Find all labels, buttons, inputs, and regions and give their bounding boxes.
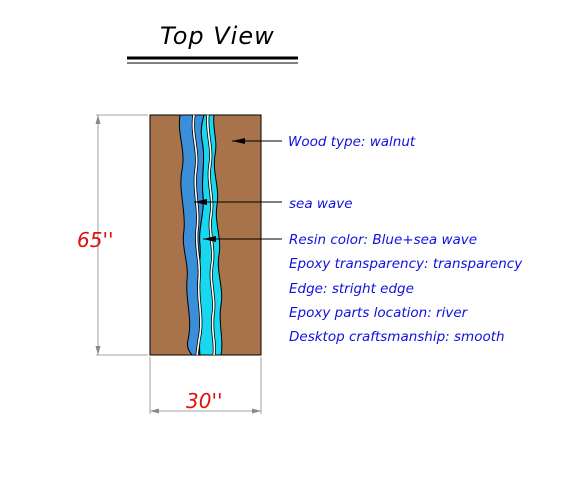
note-resin-color: Resin color: Blue+sea wave xyxy=(289,232,477,248)
note-epoxy-parts-location: Epoxy parts location: river xyxy=(289,305,469,321)
dim-width-label: 30'' xyxy=(186,389,222,413)
dim-length-arrow-top xyxy=(95,115,101,124)
note-desktop-craftsmanship: Desktop craftsmanship: smooth xyxy=(289,329,505,345)
sea-wave-line-1-white xyxy=(192,114,202,356)
dim-width-arrow-right xyxy=(252,408,261,414)
dim-length-arrow-bottom xyxy=(95,346,101,355)
dim-length-label: 65'' xyxy=(77,228,113,252)
dim-width-arrow-left xyxy=(150,408,159,414)
note-edge: Edge: stright edge xyxy=(289,281,414,297)
note-sea-wave: sea wave xyxy=(289,196,353,212)
leader-resin-color-arrow xyxy=(203,236,216,242)
note-wood-type: Wood type: walnut xyxy=(288,134,416,150)
leader-wood-type-arrow xyxy=(232,138,245,144)
leader-sea-wave-arrow xyxy=(194,199,207,205)
note-epoxy-transparency: Epoxy transparency: transparency xyxy=(289,256,523,272)
drawing-title: Top View xyxy=(160,22,275,50)
